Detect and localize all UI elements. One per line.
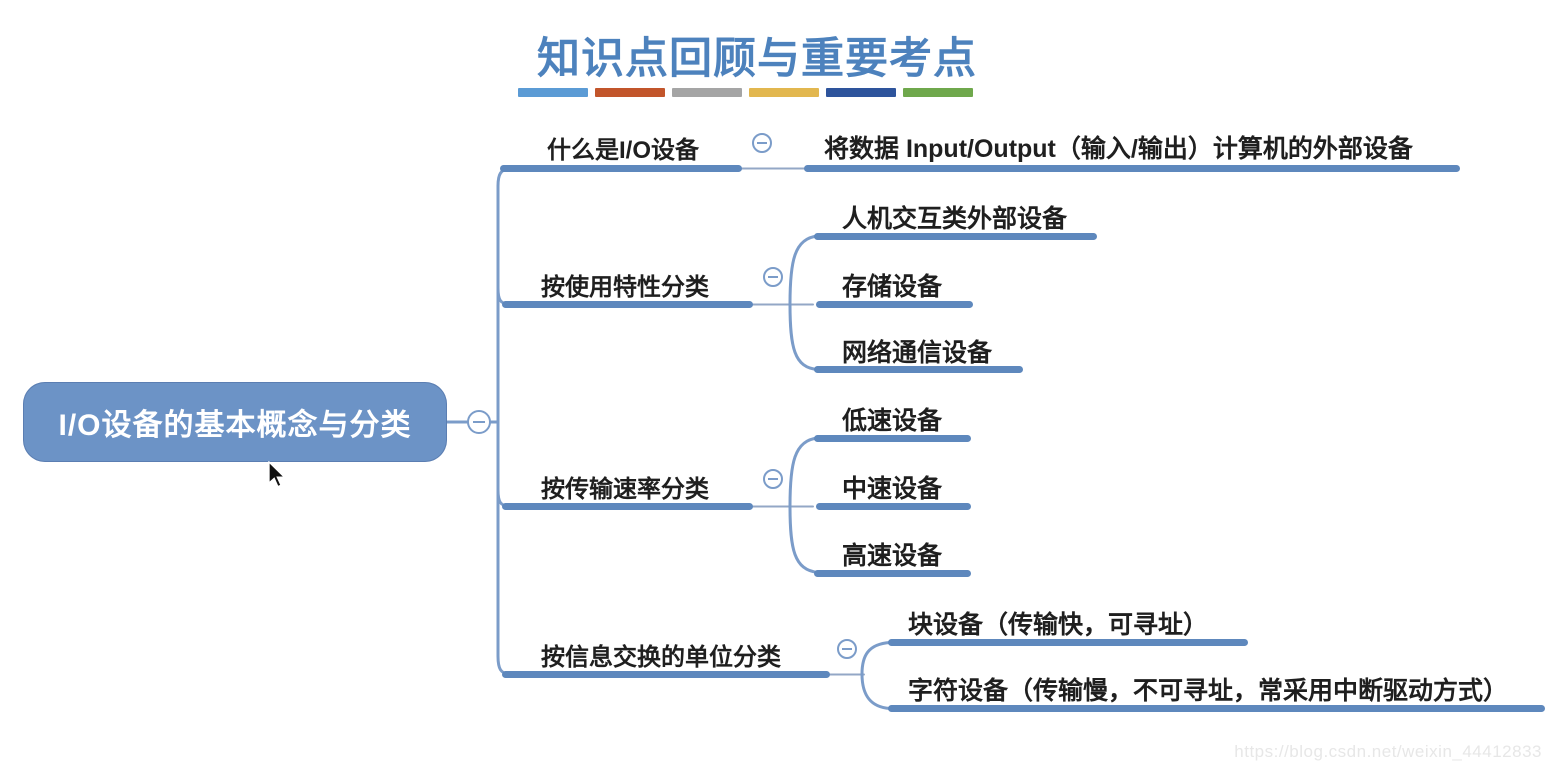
child-topic[interactable]: 字符设备（传输慢，不可寻址，常采用中断驱动方式） <box>908 677 1509 705</box>
topic-underline <box>888 639 1248 646</box>
topic-underline <box>502 671 830 678</box>
child-topic[interactable]: 中速设备 <box>842 475 943 503</box>
collapse-minus-button[interactable] <box>763 267 783 287</box>
branch-topic[interactable]: 按使用特性分类 <box>541 274 709 301</box>
child-topic[interactable]: 高速设备 <box>842 542 943 570</box>
title-underline-bars <box>518 88 978 98</box>
topic-underline <box>888 705 1545 712</box>
topic-underline <box>814 435 971 442</box>
topic-underline <box>814 570 971 577</box>
root-topic[interactable]: I/O设备的基本概念与分类 <box>23 382 447 462</box>
branch-topic[interactable]: 按信息交换的单位分类 <box>541 644 781 671</box>
branch-topic[interactable]: 什么是I/O设备 <box>547 137 700 164</box>
root-topic-label: I/O设备的基本概念与分类 <box>58 409 412 442</box>
collapse-minus-button[interactable] <box>837 639 857 659</box>
collapse-minus-button[interactable] <box>763 469 783 489</box>
collapse-minus-button[interactable] <box>752 133 772 153</box>
topic-underline <box>816 503 971 510</box>
title-underline-bar <box>826 88 896 97</box>
child-topic[interactable]: 块设备（传输快，可寻址） <box>908 611 1209 639</box>
topic-underline <box>814 366 1023 373</box>
branch2-bracket-curve <box>788 234 820 371</box>
topic-underline <box>816 301 973 308</box>
collapse-minus-button[interactable] <box>467 410 491 434</box>
title-underline-bar <box>903 88 973 97</box>
branch4-bracket-curve <box>860 641 892 710</box>
child-topic[interactable]: 人机交互类外部设备 <box>842 205 1068 233</box>
mouse-cursor <box>268 461 286 488</box>
branch-topic[interactable]: 按传输速率分类 <box>541 476 709 503</box>
branch3-bracket-curve <box>788 436 820 574</box>
child-topic[interactable]: 存储设备 <box>842 273 943 301</box>
page-title: 知识点回顾与重要考点 <box>537 35 977 83</box>
topic-underline <box>814 233 1097 240</box>
topic-underline <box>804 165 1460 172</box>
child-topic[interactable]: 低速设备 <box>842 407 943 435</box>
child-topic[interactable]: 网络通信设备 <box>842 339 993 367</box>
title-underline-bar <box>672 88 742 97</box>
title-underline-bar <box>518 88 588 97</box>
child-topic[interactable]: 将数据 Input/Output（输入/输出）计算机的外部设备 <box>824 135 1413 163</box>
topic-underline <box>502 503 753 510</box>
watermark: https://blog.csdn.net/weixin_44412833 <box>1234 742 1542 761</box>
trunk-line <box>496 167 514 676</box>
topic-underline <box>500 165 742 172</box>
title-underline-bar <box>595 88 665 97</box>
topic-underline <box>502 301 753 308</box>
title-underline-bar <box>749 88 819 97</box>
